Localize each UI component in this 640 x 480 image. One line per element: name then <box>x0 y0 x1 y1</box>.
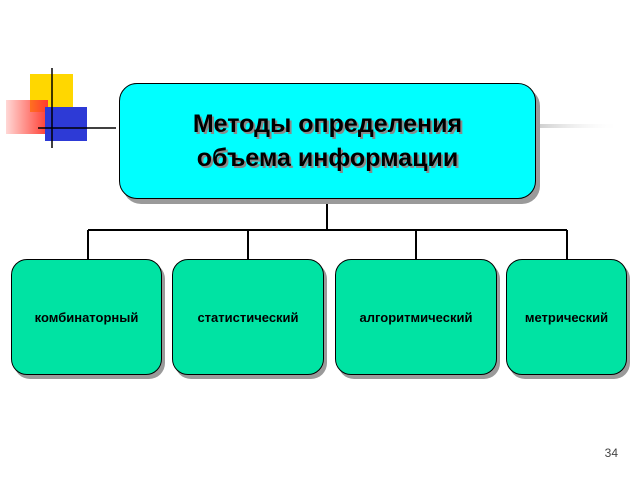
child-node-combinatorial: комбинаторный <box>11 259 162 375</box>
root-title-line-2: объема информации <box>196 144 459 172</box>
child-node-statistical: статистический <box>172 259 324 375</box>
page-number: 34 <box>604 446 618 460</box>
root-node: Методы определения объема информации <box>119 83 536 199</box>
root-title: Методы определения объема информации <box>148 107 508 175</box>
child-label-statistical: статистический <box>197 309 299 325</box>
child-node-metric: метрический <box>506 259 627 375</box>
root-title-line-1: Методы определения <box>192 110 463 138</box>
child-label-algorithmic: алгоритмический <box>359 309 473 325</box>
child-node-algorithmic: алгоритмический <box>335 259 497 375</box>
child-label-combinatorial: комбинаторный <box>34 309 139 325</box>
decorative-corner-graphic <box>6 68 620 148</box>
child-label-metric: метрический <box>524 309 609 325</box>
deco-fade-line <box>540 124 620 128</box>
